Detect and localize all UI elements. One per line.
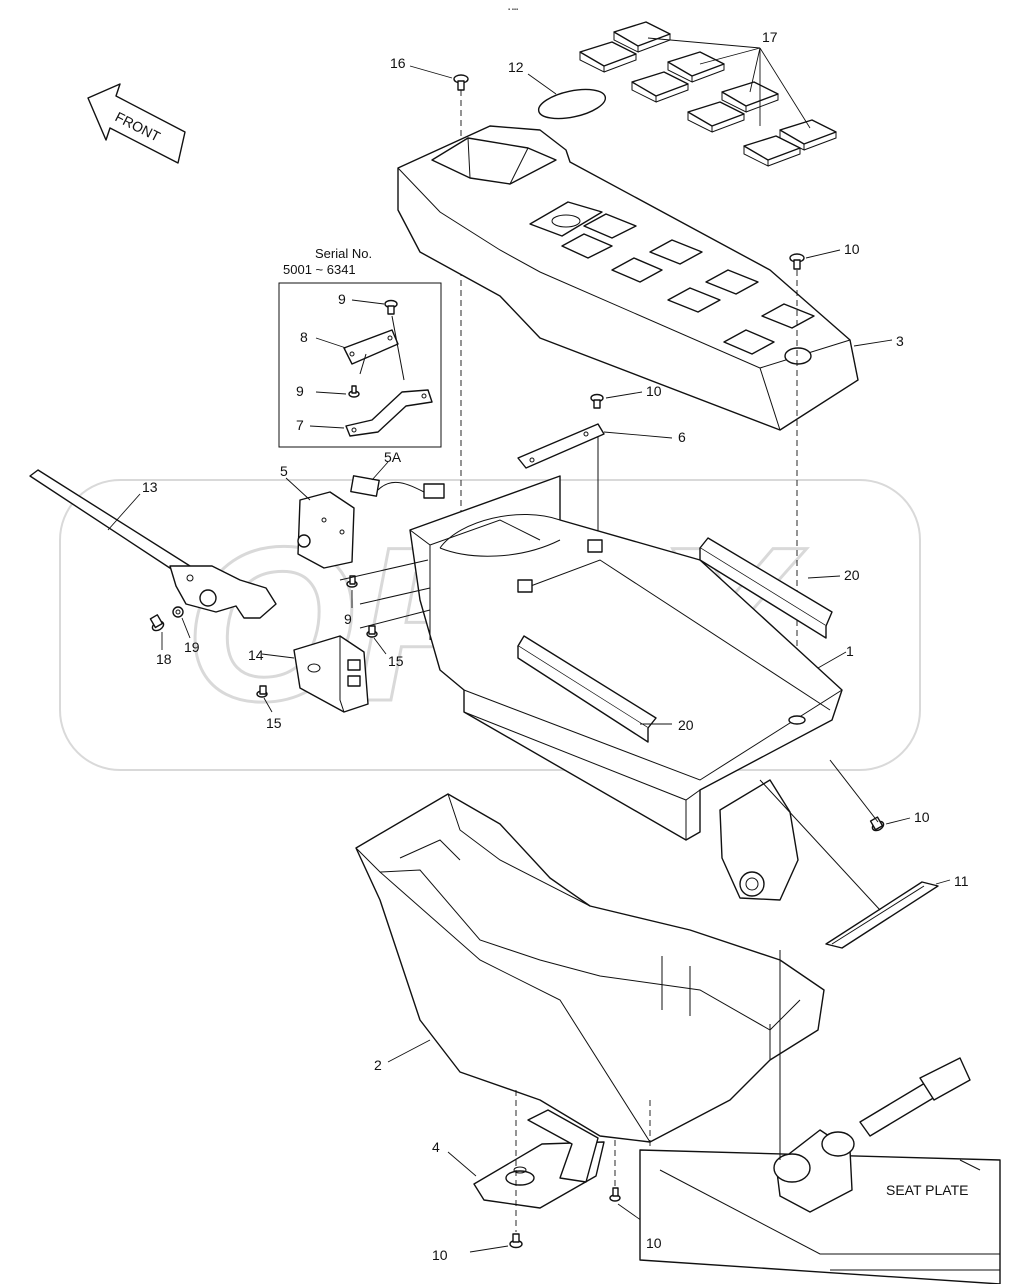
- bracket-8: [343, 329, 399, 365]
- callout-19: 19: [184, 639, 200, 655]
- screws-15: [256, 625, 387, 713]
- mount-bracket-4: [447, 1109, 605, 1209]
- callout-3: 3: [896, 333, 904, 349]
- callout-1: 1: [846, 643, 854, 659]
- connector-5a: [350, 461, 445, 499]
- corner-mark: ▪ ▪▪▪: [508, 7, 518, 13]
- seat-plate-label: SEAT PLATE: [886, 1182, 968, 1198]
- callout-10-top: 10: [844, 241, 860, 257]
- callout-9-middle: 9: [296, 383, 304, 399]
- main-frame-1: [409, 475, 847, 901]
- switch-box-14: [261, 635, 369, 713]
- callout-9-lower: 9: [344, 611, 352, 627]
- callout-12: 12: [508, 59, 524, 75]
- callout-7: 7: [296, 417, 304, 433]
- seat-plate: [639, 950, 1001, 1284]
- callout-15-upper: 15: [388, 653, 404, 669]
- callout-13: 13: [142, 479, 158, 495]
- callout-17: 17: [762, 29, 778, 45]
- serial-label: Serial No.: [315, 246, 372, 261]
- callout-14: 14: [248, 647, 264, 663]
- bracket-7: [345, 389, 433, 437]
- callout-6: 6: [678, 429, 686, 445]
- lower-housing-2: [355, 793, 825, 1143]
- callout-18: 18: [156, 651, 172, 667]
- callout-8: 8: [300, 329, 308, 345]
- lever-13: [29, 469, 277, 619]
- callout-4: 4: [432, 1139, 440, 1155]
- callout-11: 11: [954, 873, 969, 889]
- plate-6: [517, 391, 673, 544]
- callout-9-upper: 9: [338, 291, 346, 307]
- callout-20-left: 20: [678, 717, 694, 733]
- gasket-11: [759, 779, 951, 949]
- callout-10-bottom-right: 10: [646, 1235, 662, 1251]
- callout-16: 16: [390, 55, 406, 71]
- oval-cap-12: [527, 73, 607, 120]
- callout-15-lower: 15: [266, 715, 282, 731]
- switch-plate-5: [285, 477, 355, 569]
- foam-strip-20-right: [699, 537, 841, 639]
- foam-strip-20-left: [517, 635, 672, 743]
- callout-10-right: 10: [914, 809, 930, 825]
- screw-10-top: [789, 249, 841, 700]
- callout-20-right: 20: [844, 567, 860, 583]
- front-arrow: FRONT: [87, 83, 186, 164]
- callout-labels: 17 16 12 10 3 9 8 9 7 10 6 5A 5 13 20 9 …: [142, 29, 969, 1263]
- callout-10-plate: 10: [646, 383, 662, 399]
- serial-range: 5001 ~ 6341: [283, 262, 356, 277]
- screws-9-lower: [339, 559, 431, 629]
- callout-2: 2: [374, 1057, 382, 1073]
- callout-10-bottom-left: 10: [432, 1247, 448, 1263]
- callout-5a: 5A: [384, 449, 402, 465]
- top-cover-3: [397, 125, 893, 431]
- screw-10-right: [829, 759, 911, 832]
- callout-5: 5: [280, 463, 288, 479]
- switch-caps-17: [579, 21, 837, 167]
- serial-number-box: Serial No. 5001 ~ 6341: [278, 246, 442, 448]
- bolt-18-washer-19: [149, 606, 191, 650]
